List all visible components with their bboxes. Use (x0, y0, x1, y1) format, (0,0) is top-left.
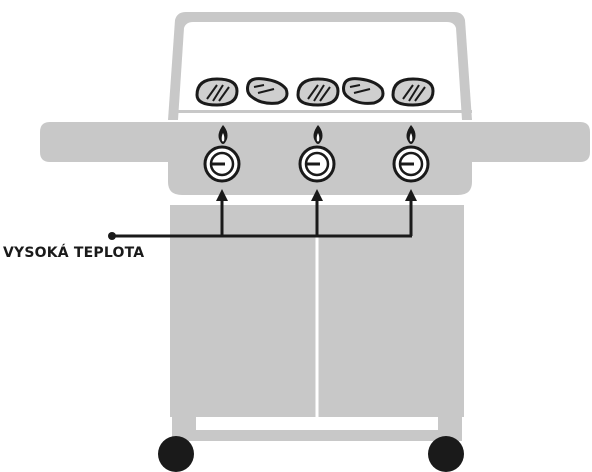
grill-right-shelf (468, 122, 590, 162)
food-steak-5 (391, 77, 435, 107)
grill-grate (172, 110, 472, 113)
food-steak-1 (195, 77, 239, 107)
burner-knob-right (392, 145, 430, 183)
wheel-left (158, 436, 194, 472)
flame-icon (218, 125, 228, 144)
callout-dot (108, 232, 116, 240)
food-steak-2 (246, 77, 289, 105)
food-steak-4 (342, 77, 385, 105)
flame-icon (313, 125, 323, 144)
burner-knob-center (298, 145, 336, 183)
cabinet-bottom-rail (172, 430, 462, 441)
grill-side-shelves (40, 122, 170, 162)
callout-connector (112, 200, 413, 238)
arrow-up-icon (216, 189, 417, 201)
food-steak-3 (296, 77, 340, 107)
burner-knob-left (203, 145, 241, 183)
wheel-right (428, 436, 464, 472)
flame-icon (406, 125, 416, 144)
callout-label: VYSOKÁ TEPLOTA (3, 245, 145, 261)
